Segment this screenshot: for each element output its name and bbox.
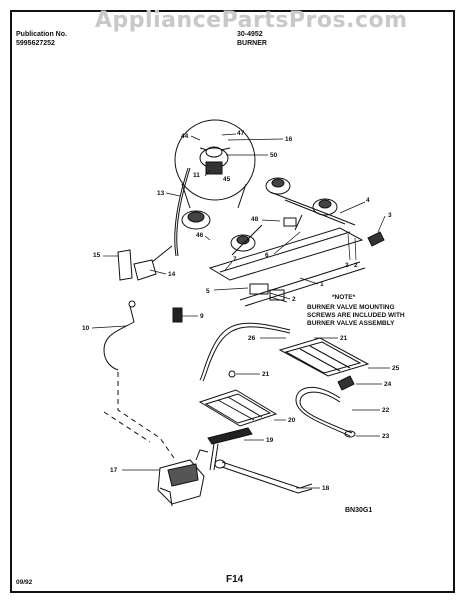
igniter-assembly-detail bbox=[199, 146, 231, 175]
spark-module-14 bbox=[133, 259, 157, 281]
footer-page: F14 bbox=[226, 574, 244, 585]
callout-18: 18 bbox=[322, 485, 330, 492]
manifold-pipe bbox=[208, 191, 366, 307]
callout-21-top: 21 bbox=[340, 335, 348, 342]
callout-24: 24 bbox=[384, 381, 392, 388]
valve-48 bbox=[283, 217, 297, 227]
callout-48: 48 bbox=[251, 216, 259, 223]
callout-2-left: 2 bbox=[292, 296, 296, 303]
bracket-24 bbox=[337, 375, 355, 391]
note-line-2: SCREWS ARE INCLUDED WITH bbox=[307, 312, 405, 319]
publication-number: 5995627252 bbox=[16, 40, 55, 47]
callout-5: 5 bbox=[206, 288, 210, 295]
dashed-routing bbox=[117, 372, 175, 459]
callout-3: 3 bbox=[388, 212, 392, 219]
detail-magnifier-circle bbox=[174, 119, 256, 201]
callout-47: 47 bbox=[237, 130, 245, 137]
callout-4: 4 bbox=[366, 197, 370, 204]
callout-20: 20 bbox=[288, 417, 296, 424]
tube-22 bbox=[295, 387, 351, 437]
tube-10 bbox=[103, 305, 135, 371]
callout-2-right: 2 bbox=[354, 262, 358, 269]
burner-25 bbox=[278, 337, 370, 377]
model-number: 30-4952 bbox=[237, 31, 263, 38]
bracket-15 bbox=[117, 249, 133, 281]
igniter-19 bbox=[207, 427, 253, 445]
tube-18 bbox=[221, 461, 313, 489]
callout-25: 25 bbox=[392, 365, 400, 372]
callout-45: 45 bbox=[223, 176, 231, 183]
callout-21-mid: 21 bbox=[262, 371, 270, 378]
publication-label: Publication No. bbox=[16, 31, 67, 38]
callout-17: 17 bbox=[110, 467, 118, 474]
supply-tube-26 bbox=[199, 322, 291, 381]
rear-right-burners bbox=[265, 177, 338, 216]
callout-6: 6 bbox=[265, 252, 269, 259]
callout-7: 7 bbox=[233, 256, 237, 263]
callout-44: 44 bbox=[181, 133, 189, 140]
section-title: BURNER bbox=[237, 40, 267, 47]
part-9 bbox=[172, 307, 183, 323]
callout-26: 26 bbox=[248, 335, 256, 342]
orifice-3 bbox=[367, 231, 385, 247]
callout-13: 13 bbox=[157, 190, 165, 197]
note-line-1: BURNER VALVE MOUNTING bbox=[307, 304, 395, 311]
callout-2-mid: 2 bbox=[345, 262, 349, 269]
rear-left-burner bbox=[181, 210, 256, 252]
callout-9: 9 bbox=[200, 313, 204, 320]
diagram-code: BN30G1 bbox=[345, 507, 373, 514]
note-title: *NOTE* bbox=[332, 294, 356, 301]
pressure-regulator-17 bbox=[157, 449, 209, 507]
callout-15: 15 bbox=[93, 252, 101, 259]
callout-50: 50 bbox=[270, 152, 278, 159]
burner-20 bbox=[198, 389, 278, 427]
footer-date: 09/92 bbox=[16, 579, 33, 586]
note-line-3: BURNER VALVE ASSEMBLY bbox=[307, 320, 395, 327]
watermark: AppliancePartsPros.com bbox=[95, 8, 408, 33]
callout-16: 16 bbox=[285, 136, 293, 143]
callout-1: 1 bbox=[320, 281, 324, 288]
callout-11: 11 bbox=[193, 172, 200, 179]
callout-23: 23 bbox=[382, 433, 390, 440]
ignition-wire-13 bbox=[174, 167, 189, 257]
callout-46: 46 bbox=[196, 232, 204, 239]
callout-22: 22 bbox=[382, 407, 390, 414]
burner-valve bbox=[249, 283, 269, 295]
callout-14: 14 bbox=[168, 271, 176, 278]
callout-19: 19 bbox=[266, 437, 274, 444]
callout-10: 10 bbox=[82, 325, 90, 332]
page-border bbox=[10, 10, 455, 593]
